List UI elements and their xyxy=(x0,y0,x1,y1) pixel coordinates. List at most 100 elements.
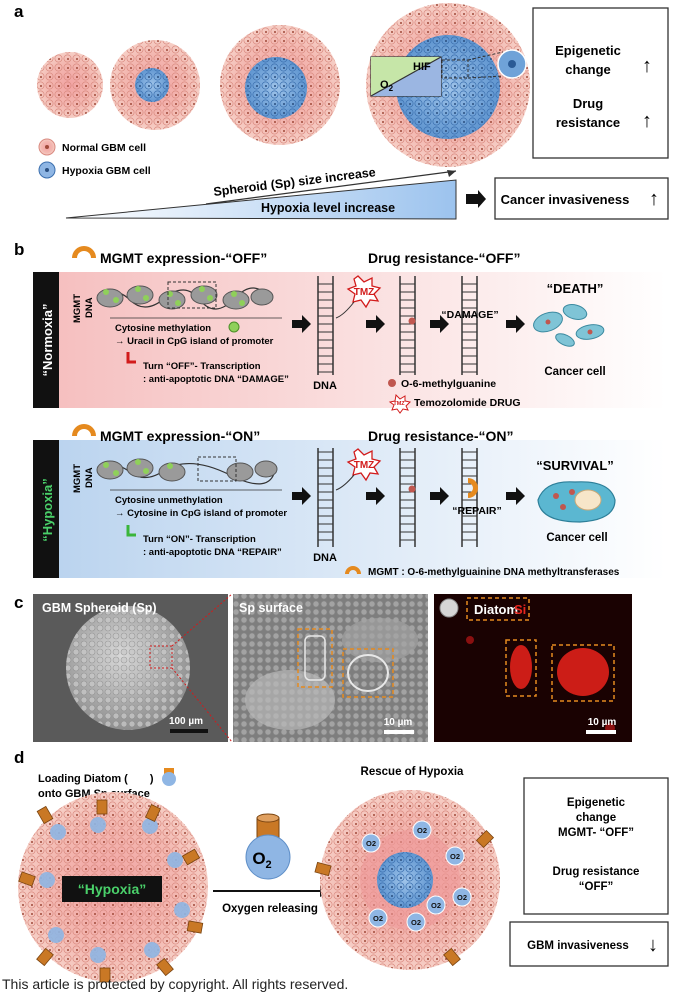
box-change: change xyxy=(565,62,611,77)
invasiveness-box-d xyxy=(509,921,669,967)
up-arrow-icon: ↑ xyxy=(649,188,659,210)
box-drug: Drug xyxy=(573,96,603,111)
hypoxia-dna-ladder-2 xyxy=(399,448,416,547)
hypoxia-dna-ladder-3 xyxy=(461,448,478,547)
size-wedge xyxy=(65,170,457,220)
hypoxia-dna-label: DNA xyxy=(84,467,95,488)
tmz-legend-label: Temozolomide DRUG xyxy=(414,397,521,409)
normoxia-mgmt-label: MGMT xyxy=(72,294,83,323)
d-box-5: “OFF” xyxy=(579,881,614,893)
down-arrow-icon: ↓ xyxy=(648,934,658,956)
tmz-label: TMZ xyxy=(354,460,375,471)
svg-text:O2: O2 xyxy=(417,826,427,835)
panel-c-letter: c xyxy=(14,593,23,612)
panel-d-letter: d xyxy=(14,748,24,767)
spheroid-large xyxy=(220,25,340,145)
d-box-2: change xyxy=(576,812,616,824)
spheroid-xlarge xyxy=(366,3,530,167)
hypoxia-label: “Hypoxia” xyxy=(78,881,146,897)
death-label: “DEATH” xyxy=(547,281,604,296)
o2-hif-indicator: O2 HIF xyxy=(370,56,442,97)
dead-cells-icon xyxy=(533,304,605,347)
box-resistance: resistance xyxy=(556,115,620,130)
o6-label: O-6-methylguanine xyxy=(401,378,496,390)
svg-text:O2: O2 xyxy=(411,918,421,927)
img1-scalebar xyxy=(170,729,208,733)
normoxia-dna-ladder xyxy=(317,276,334,375)
hypoxia-methyl-1: Cytosine unmethylation xyxy=(115,495,223,506)
normoxia-nucleosome-chain xyxy=(96,281,282,319)
surviving-cell-icon xyxy=(537,481,616,523)
img2-scalebar xyxy=(384,730,414,734)
off-arrow-icon xyxy=(126,352,136,364)
normoxia-turn-1: Turn “OFF”- Transcription xyxy=(143,361,261,372)
outcome-box-d xyxy=(523,777,669,915)
hypoxia-expr-header: MGMT expression-“ON” xyxy=(100,428,260,444)
copyright-footer: This article is protected by copyright. … xyxy=(2,976,349,992)
tmz-burst-icon: TMZ xyxy=(346,275,382,309)
normoxia-methyl-1: Cytosine methylation xyxy=(115,323,211,334)
release-label: Oxygen releasing xyxy=(222,903,318,915)
normoxia-dna-ladder-3 xyxy=(461,276,478,375)
spheroid-medium xyxy=(110,40,200,130)
hypoxia-dna-ladder xyxy=(317,448,334,547)
img2-title: Sp surface xyxy=(239,601,303,615)
invasiveness-box xyxy=(494,177,669,220)
hypoxia-side-label: “Hypoxia” xyxy=(40,478,55,542)
svg-text:O2: O2 xyxy=(373,914,383,923)
hypoxia-side-bar xyxy=(33,440,59,578)
repair-label: “REPAIR” xyxy=(452,505,501,517)
normoxia-dna-label: DNA xyxy=(84,297,95,318)
hypoxia-label-box xyxy=(62,876,162,902)
normoxia-dna-ladder-2 xyxy=(399,276,416,375)
hypoxia-turn-1: Turn “ON”- Transcription xyxy=(143,534,256,545)
zoom-callout xyxy=(441,49,527,79)
arrow-right-icon xyxy=(506,315,525,333)
hypoxia-cell-label: Cancer cell xyxy=(546,532,607,544)
o2-label: O2 xyxy=(380,79,394,93)
svg-text:TMZ: TMZ xyxy=(393,401,405,407)
svg-text:O2: O2 xyxy=(431,901,441,910)
invasiveness-label: Cancer invasiveness xyxy=(501,192,630,207)
methyl-dot-icon xyxy=(228,321,240,333)
arrow-right-icon xyxy=(466,190,486,208)
arrow-right-icon xyxy=(366,487,385,505)
img3-title: Diatom xyxy=(474,602,518,617)
arrow-right-icon xyxy=(506,487,525,505)
hypoxia-dna-caption: DNA xyxy=(313,552,337,564)
normoxia-res-header: Drug resistance-“OFF” xyxy=(368,250,520,266)
hypoxia-turn-2: : anti-apoptotic DNA “REPAIR” xyxy=(143,547,282,558)
normoxia-side-bar xyxy=(33,272,59,408)
up-arrow-icon: ↑ xyxy=(642,55,652,77)
tmz-legend-icon: TMZ xyxy=(388,393,412,414)
mgmt-legend-label: MGMT : O-6-methylguainine DNA methyltran… xyxy=(368,567,620,578)
d-box-4: Drug resistance xyxy=(553,866,640,878)
img2-scale: 10 µm xyxy=(384,717,413,728)
mgmt-icon xyxy=(72,246,96,258)
spheroid-small xyxy=(37,52,103,118)
img1-title: GBM Spheroid (Sp) xyxy=(42,601,157,615)
on-arrow-icon xyxy=(126,525,136,537)
mgmt-legend-icon xyxy=(345,566,361,574)
box-epigenetic: Epigenetic xyxy=(555,43,621,58)
hypoxia-methyl-2: → Cytosine in CpG island of promoter xyxy=(115,508,287,519)
loading-line-1: Loading Diatom () xyxy=(38,773,154,785)
hypoxia-nucleosome-chain xyxy=(96,456,282,491)
up-arrow-icon: ↑ xyxy=(642,110,652,132)
rescue-label: Rescue of Hypoxia xyxy=(361,766,464,778)
d-box-3: MGMT- “OFF” xyxy=(558,827,634,839)
svg-text:O2: O2 xyxy=(457,893,467,902)
hypoxia-mgmt-label: MGMT xyxy=(72,464,83,493)
diatom-thumb-icon xyxy=(439,598,459,618)
o6-dot-icon xyxy=(388,379,396,387)
legend-hypoxia: Hypoxia GBM cell xyxy=(62,165,151,177)
arrow-right-icon xyxy=(292,315,311,333)
tmz-burst-icon: TMZ xyxy=(346,448,382,482)
damage-label: “DAMAGE” xyxy=(441,309,498,321)
panel-b-letter: b xyxy=(14,240,24,259)
normoxia-side-label: “Normoxia” xyxy=(40,304,55,377)
survival-label: “SURVIVAL” xyxy=(536,458,614,473)
mgmt-icon xyxy=(72,424,96,436)
img1-scale: 100 µm xyxy=(169,716,203,727)
